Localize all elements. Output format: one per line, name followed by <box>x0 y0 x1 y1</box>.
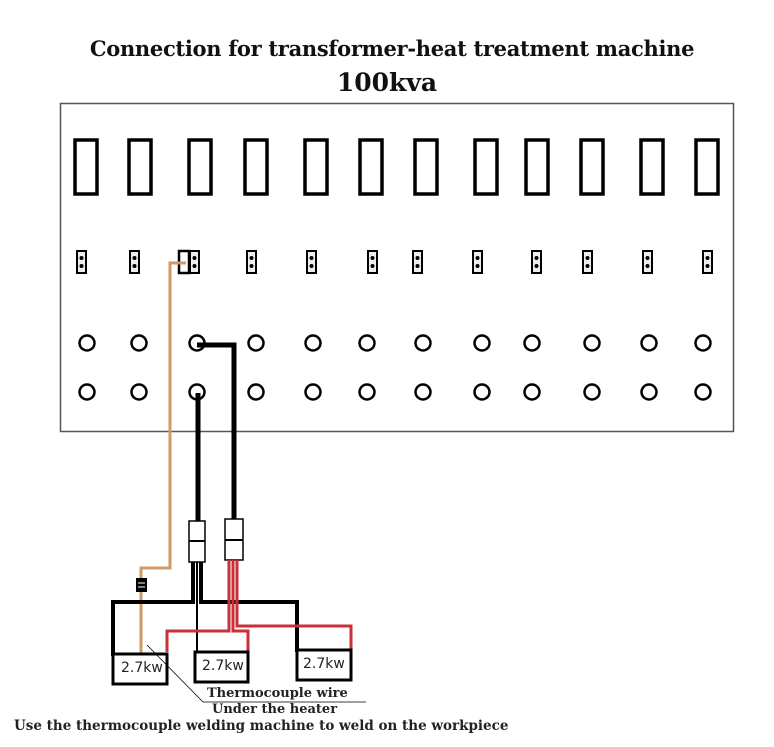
terminal-post <box>304 334 322 352</box>
terminal-post <box>583 334 601 352</box>
outlet-socket <box>524 138 550 196</box>
heater-2 <box>193 650 250 684</box>
terminal-post <box>247 383 265 401</box>
outlet-socket <box>73 138 99 196</box>
outlet-socket <box>413 138 439 196</box>
outlet-socket <box>473 138 499 196</box>
thermocouple-wire <box>139 261 186 660</box>
thermocouple-connector <box>306 250 317 274</box>
cable-connector-right <box>224 518 244 561</box>
terminal-post <box>358 334 376 352</box>
outlet-socket <box>694 138 720 196</box>
thermocouple-connector <box>367 250 378 274</box>
thermocouple-wire-label: Thermocouple wire <box>207 686 348 701</box>
outlet-socket <box>127 138 153 196</box>
thermocouple-plug <box>136 578 147 592</box>
outlet-socket <box>243 138 269 196</box>
terminal-post <box>694 334 712 352</box>
cable-1 <box>197 342 237 520</box>
heater-1 <box>111 652 169 686</box>
terminal-post <box>640 383 658 401</box>
terminal-post <box>414 334 432 352</box>
heater-2-label: 2.7kw <box>202 658 244 674</box>
terminal-post <box>473 334 491 352</box>
thermocouple-connector <box>531 250 542 274</box>
leader-line <box>146 644 366 703</box>
thermocouple-connector <box>642 250 653 274</box>
diagram-title: Connection for transformer-heat treatmen… <box>89 36 695 61</box>
thermocouple-connector <box>472 250 483 274</box>
power-wire <box>165 560 231 652</box>
thermocouple-connector <box>412 250 423 274</box>
heater-1-label: 2.7kw <box>121 660 163 676</box>
thermocouple-connector <box>76 250 87 274</box>
heater-3 <box>295 648 353 682</box>
terminal-post <box>78 334 96 352</box>
outlet-socket <box>187 138 213 196</box>
instruction-text: Use the thermocouple welding machine to … <box>14 718 509 734</box>
outlet-socket <box>639 138 665 196</box>
thermocouple-connector <box>246 250 257 274</box>
terminal-post <box>694 383 712 401</box>
terminal-post <box>414 383 432 401</box>
terminal-post <box>640 334 658 352</box>
machine-panel <box>59 102 735 433</box>
terminal-post <box>523 334 541 352</box>
terminal-post <box>583 383 601 401</box>
diagram-subtitle: 100kva <box>336 68 438 97</box>
outlet-socket <box>358 138 384 196</box>
terminal-post <box>304 383 322 401</box>
thermocouple-connector <box>702 250 713 274</box>
thermocouple-connector <box>582 250 593 274</box>
cable-connector-left <box>188 520 206 563</box>
terminal-post <box>247 334 265 352</box>
outlet-socket <box>303 138 329 196</box>
under-heater-label: Under the heater <box>212 702 338 717</box>
terminal-post <box>523 383 541 401</box>
outlet-socket <box>579 138 605 196</box>
terminal-post <box>130 334 148 352</box>
terminal-post <box>473 383 491 401</box>
terminal-post <box>358 383 376 401</box>
terminal-post <box>78 383 96 401</box>
thermocouple-connector <box>129 250 140 274</box>
heater-3-label: 2.7kw <box>303 656 345 672</box>
terminal-post <box>130 383 148 401</box>
